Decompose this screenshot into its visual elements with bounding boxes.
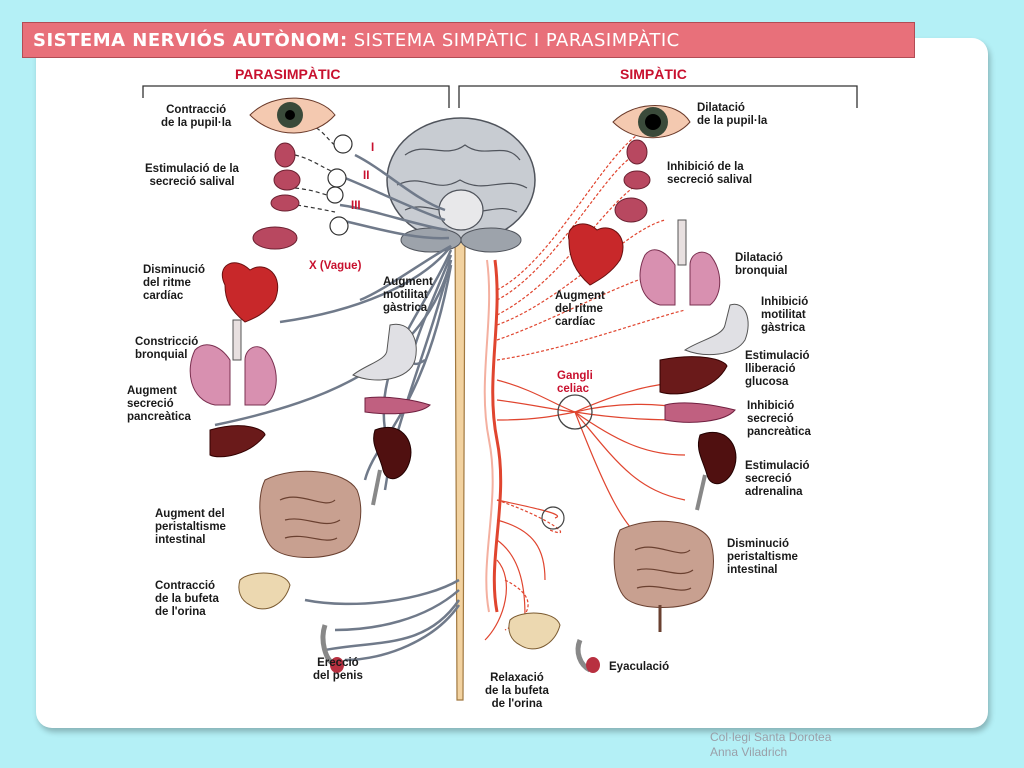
header-sympathetic: SIMPÀTIC [620, 66, 687, 82]
label-para-bladder: Contracció de la bufeta de l'orina [155, 580, 219, 618]
header-parasympathetic: PARASIMPÀTIC [235, 66, 341, 82]
label-sym-glucose: Estimulació lliberació glucosa [745, 350, 810, 388]
label-para-intestine: Augment del peristaltisme intestinal [155, 508, 226, 546]
penis-left [320, 624, 344, 673]
intestine-left [259, 470, 362, 558]
footer-credit: Col·legi Santa Dorotea Anna Viladrich [710, 730, 832, 759]
stomach-right [683, 303, 749, 356]
label-sym-intestine: Disminució peristaltisme intestinal [727, 538, 798, 576]
heart-left [221, 262, 279, 323]
intestine-right [613, 520, 714, 632]
label-sym-ganglion: Gangli celiac [557, 370, 593, 395]
label-para-pupil: Contracció de la pupil·la [161, 104, 232, 129]
label-sym-ejaculation: Eyaculació [609, 661, 670, 673]
label-para-heart: Disminució del ritme cardíac [143, 264, 205, 302]
label-sym-saliva: Inhibició de la secreció salival [667, 161, 753, 186]
label-para-saliva: Estimulació de la secreció salival [145, 163, 239, 188]
penis-right [575, 639, 600, 673]
nerve-label-iii: III [351, 200, 361, 212]
pancreas-left [364, 396, 431, 415]
label-sym-heart: Augment del ritme cardíac [555, 290, 605, 328]
heart-right [568, 223, 624, 286]
title-normal: SISTEMA SIMPÀTIC I PARASIMPÀTIC [353, 29, 680, 51]
label-sym-pancreas: Inhibició secreció pancreàtica [747, 400, 811, 438]
pancreas-right [664, 402, 736, 423]
label-sym-bronchi: Dilatació bronquial [735, 252, 788, 277]
label-para-pancreas: Augment secreció pancreàtica [127, 385, 191, 423]
lungs-right [639, 219, 721, 306]
bladder-left [238, 572, 291, 610]
nerve-label-ii: II [363, 170, 370, 182]
salivary-glands-right [614, 139, 651, 223]
nervous-system-diagram: PARASIMPÀTIC SIMPÀTIC I II III X (Vague)… [125, 60, 865, 722]
kidney-right [695, 431, 737, 511]
label-sym-gastric: Inhibició motilitat gàstrica [761, 296, 809, 334]
label-para-gastric: Augment motilitat gàstrica [383, 276, 433, 314]
label-para-bronchi: Constricció bronquial [135, 336, 199, 361]
lungs-left [189, 319, 277, 406]
liver-right [659, 356, 728, 395]
liver-left [209, 425, 266, 458]
eye-right [612, 105, 691, 139]
kidney-left [371, 426, 412, 506]
eye-left [249, 97, 336, 134]
salivary-glands-left [252, 142, 301, 250]
label-sym-pupil: Dilatació de la pupil·la [697, 102, 768, 127]
label-sym-adrenaline: Estimulació secreció adrenalina [745, 460, 810, 498]
label-para-erection: Erecció del penis [313, 657, 363, 682]
diagram-drawing [142, 85, 858, 701]
nerve-label-vague: X (Vague) [309, 260, 362, 272]
bladder-right [508, 612, 561, 650]
title-bold: SISTEMA NERVIÓS AUTÒNOM: [33, 29, 348, 51]
label-sym-bladder: Relaxació de la bufeta de l'orina [485, 672, 549, 710]
brain [386, 117, 536, 253]
nerve-label-i: I [371, 142, 375, 154]
slide-title: SISTEMA NERVIÓS AUTÒNOM: SISTEMA SIMPÀTI… [22, 22, 915, 58]
stomach-left [352, 323, 417, 381]
